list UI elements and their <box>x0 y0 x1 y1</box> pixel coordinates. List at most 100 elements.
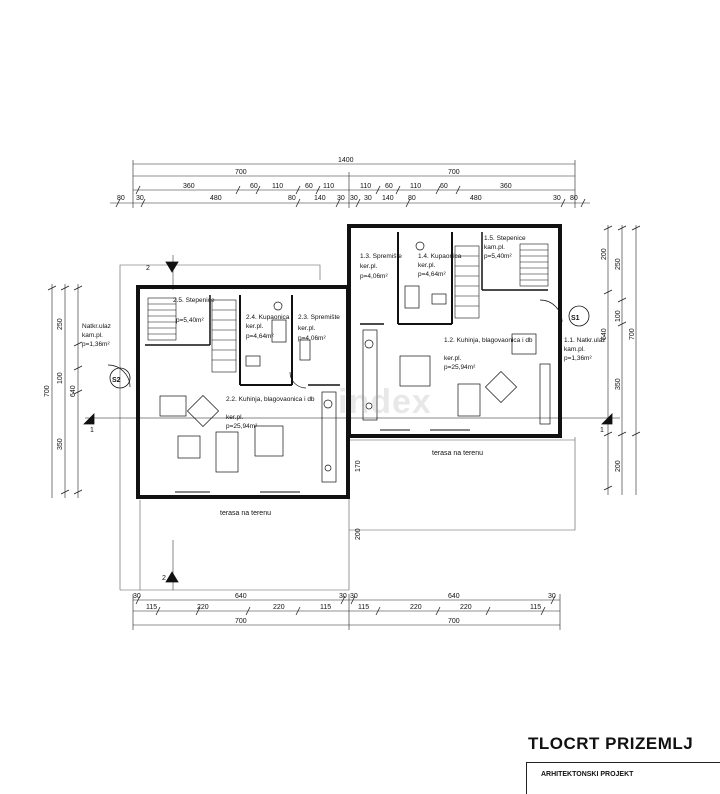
dim-left-seg: 100 <box>57 372 64 384</box>
dim-top-seg2: 30 <box>350 195 358 202</box>
dim-top-seg2: 80 <box>288 195 296 202</box>
dim-top-total: 1400 <box>338 157 354 164</box>
dim-left-total: 700 <box>44 385 51 397</box>
dim-top-seg: 360 <box>183 183 195 190</box>
dim-left-seg: 250 <box>57 318 64 330</box>
entrance-area: p=1,36m² <box>82 341 110 348</box>
dim-top-seg: 60 <box>385 183 393 190</box>
room-label: Kupaonica <box>431 253 462 260</box>
dim-top-seg: 60 <box>440 183 448 190</box>
room-label: 2.3. <box>298 314 309 321</box>
room-label: 1.4. <box>418 253 429 260</box>
section-tag: S2 <box>112 377 121 384</box>
room-area: p=4,64m² <box>418 271 446 278</box>
dim-top-seg: 110 <box>410 183 421 190</box>
svg-text:2.4. Kupaonica: 2.4. Kupaonica <box>246 314 290 321</box>
room-finish: ker.pl. <box>246 323 264 330</box>
drawing-subtitle: ARHITEKTONSKI PROJEKT <box>541 771 634 778</box>
dim-bottom-seg: 220 <box>273 604 285 611</box>
room-finish: ker.pl. <box>226 414 244 421</box>
dim-top-seg2: 30 <box>337 195 345 202</box>
svg-text:1.5. Stepenice: 1.5. Stepenice <box>484 235 526 242</box>
dim-top-seg2: 30 <box>364 195 372 202</box>
room-area: p=5,40m² <box>484 253 512 260</box>
room-label: Spremište <box>311 314 341 321</box>
room-label: Kupaonica <box>259 314 290 321</box>
dimension-lines <box>47 160 641 630</box>
svg-text:2.2. Kuhinja, blagovaonica i d: 2.2. Kuhinja, blagovaonica i db <box>226 396 315 403</box>
room-area: p=25,94m² <box>226 423 258 430</box>
dim-bottom-30: 30 <box>133 593 141 600</box>
dim-right-total: 700 <box>629 328 636 340</box>
dim-right-seg: 100 <box>615 310 622 322</box>
terrace-label: terasa na terenu <box>432 450 483 457</box>
dim-top-seg: 110 <box>272 183 283 190</box>
dim-right-seg: 200 <box>601 248 608 260</box>
entrance-area: p=1,36m² <box>564 355 592 362</box>
section-mark: 2 <box>146 265 150 272</box>
svg-text:2.5. Stepenice: 2.5. Stepenice <box>173 297 215 304</box>
dim-top-seg2: 30 <box>136 195 144 202</box>
dim-top-seg2: 80 <box>570 195 578 202</box>
dim-top-seg: 60 <box>305 183 313 190</box>
dim-bottom-30: 30 <box>339 593 347 600</box>
room-label: 1.5. <box>484 235 495 242</box>
dim-top-seg2: 480 <box>470 195 482 202</box>
section-markers <box>83 255 620 590</box>
dim-top-seg: 60 <box>250 183 258 190</box>
dim-left-seg: 350 <box>57 438 64 450</box>
terrace-label: terasa na terenu <box>220 510 271 517</box>
labels: 1400 700 700 360 60 110 60 110 110 60 11… <box>44 157 636 625</box>
dim-bottom-seg: 115 <box>530 604 541 611</box>
room-label: Kuhinja, blagovaonica i db <box>239 396 315 403</box>
room-finish: ker.pl. <box>360 263 378 270</box>
svg-text:2.3. Spremište: 2.3. Spremište <box>298 314 340 321</box>
room-label: Spremište <box>373 253 403 260</box>
entrance-finish: kam.pl. <box>82 332 103 339</box>
dim-bottom-30: 30 <box>548 593 556 600</box>
dim-top-seg2: 80 <box>117 195 125 202</box>
dim-right-640: 640 <box>601 328 608 340</box>
dim-top-seg2: 140 <box>382 195 394 202</box>
dim-bottom-mid-left: 640 <box>235 593 247 600</box>
entrance-label: 1.1. <box>564 337 575 344</box>
dim-bottom-seg: 220 <box>460 604 472 611</box>
dim-right-seg: 350 <box>615 378 622 390</box>
dim-top-half-right: 700 <box>448 169 460 176</box>
svg-text:1.1. Natkr.ulaz: 1.1. Natkr.ulaz <box>564 337 606 344</box>
room-area: p=25,94m² <box>444 364 476 371</box>
dim-top-seg2: 480 <box>210 195 222 202</box>
dim-bottom-mid-right: 640 <box>448 593 460 600</box>
dim-top-seg2: 30 <box>553 195 561 202</box>
room-finish: kam.pl. <box>484 244 505 251</box>
entrance-label: Natkr.ulaz <box>82 323 111 330</box>
subtitle-box: ARHITEKTONSKI PROJEKT <box>526 762 720 794</box>
entrance-finish: kam.pl. <box>564 346 585 353</box>
dim-bottom-seg: 220 <box>410 604 422 611</box>
room-area: p=5,40m² <box>176 317 204 324</box>
svg-text:1.3. Spremište: 1.3. Spremište <box>360 253 402 260</box>
entrance-label: Natkr.ulaz <box>577 337 606 344</box>
dim-bottom-30: 30 <box>350 593 358 600</box>
dim-right-seg: 200 <box>615 460 622 472</box>
room-label: 2.2. <box>226 396 237 403</box>
dim-bottom-seg: 115 <box>146 604 157 611</box>
room-label: 2.4. <box>246 314 257 321</box>
dim-top-seg2: 140 <box>314 195 326 202</box>
room-finish: ker.pl. <box>298 325 316 332</box>
dim-right-seg: 250 <box>615 258 622 270</box>
room-area: p=4,64m² <box>246 333 274 340</box>
title-block: TLOCRT PRIZEMLJ ARHITEKTONSKI PROJEKT <box>522 730 720 794</box>
svg-text:1.4. Kupaonica: 1.4. Kupaonica <box>418 253 462 260</box>
dim-top-seg: 110 <box>360 183 371 190</box>
watermark: index <box>338 383 432 421</box>
room-label: Stepenice <box>497 235 526 242</box>
section-tag: S1 <box>571 315 580 322</box>
room-finish: ker.pl. <box>444 355 462 362</box>
drawing-title: TLOCRT PRIZEMLJ <box>528 734 694 753</box>
svg-text:1.2. Kuhinja, blagovaonica i d: 1.2. Kuhinja, blagovaonica i db <box>444 337 533 344</box>
room-label: Kuhinja, blagovaonica i db <box>457 337 533 344</box>
dim-top-seg: 360 <box>500 183 512 190</box>
dim-bottom-seg: 220 <box>197 604 209 611</box>
